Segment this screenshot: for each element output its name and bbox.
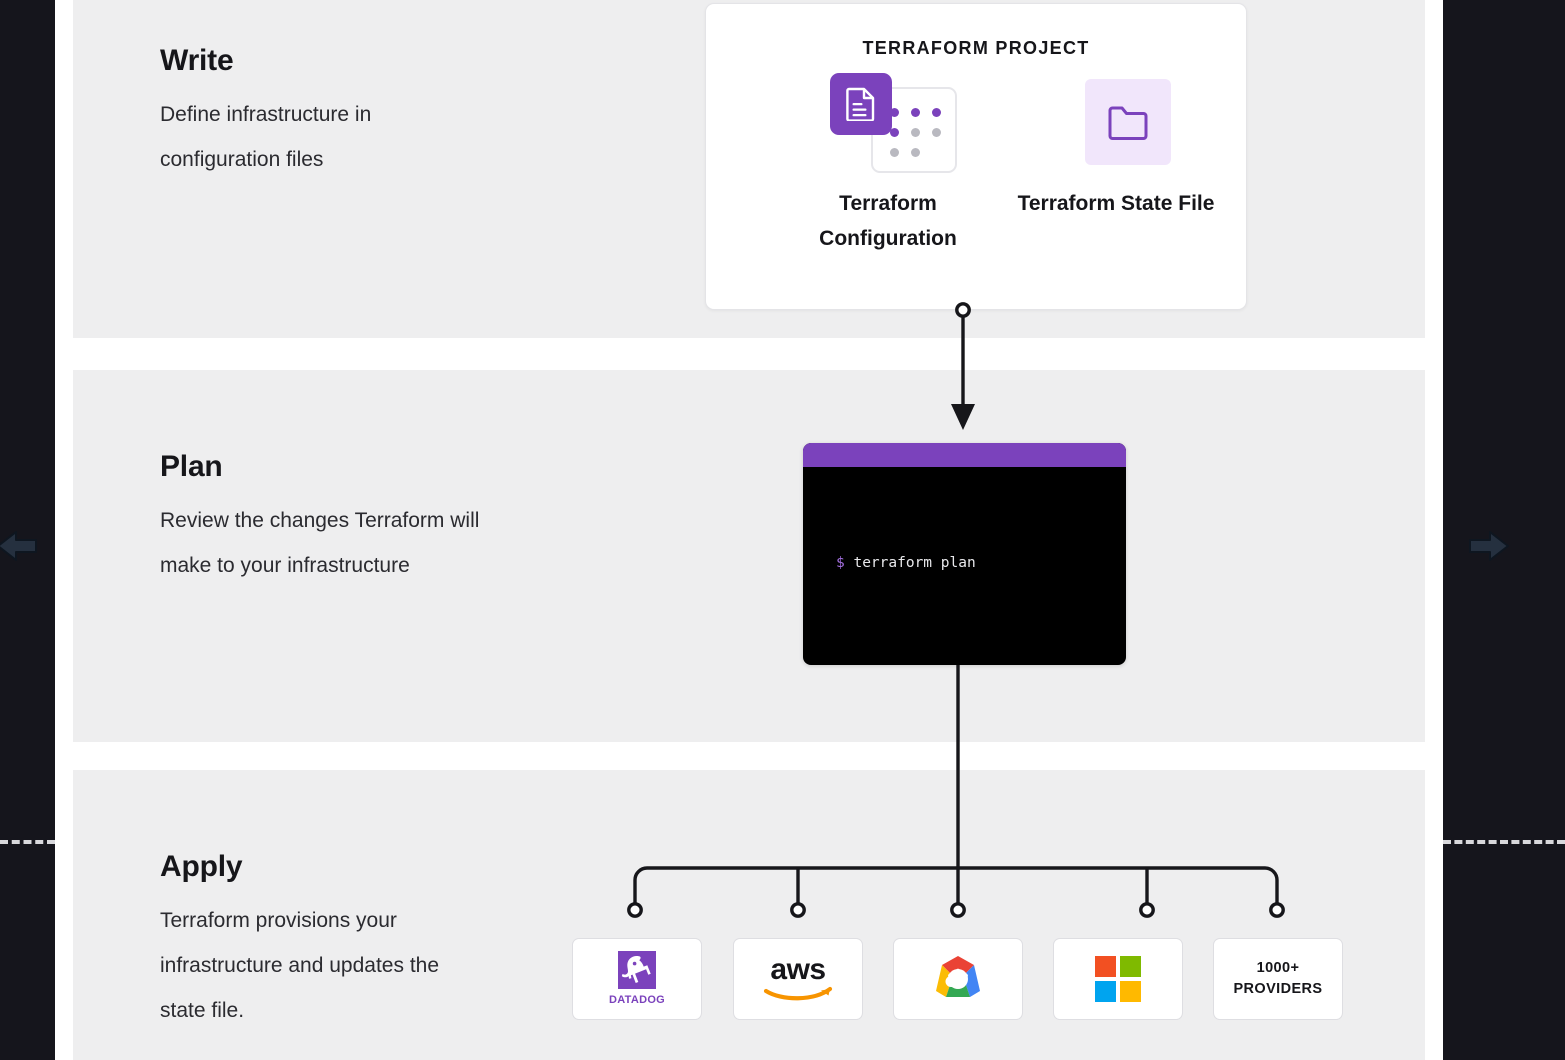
right-rail — [1443, 0, 1565, 1060]
provider-tile-google-cloud[interactable] — [893, 938, 1023, 1020]
left-rail-dashed-divider — [0, 840, 55, 844]
microsoft-logo — [1095, 956, 1141, 1002]
terminal-command-line: $ terraform plan — [836, 551, 1126, 576]
terraform-state-file-item: Terraform State File — [996, 66, 1236, 221]
more-providers-label: PROVIDERS — [1233, 981, 1323, 997]
more-providers-text: 1000+ PROVIDERS — [1233, 958, 1322, 1000]
terminal-titlebar — [803, 443, 1126, 467]
aws-logo: aws — [763, 953, 833, 1001]
terraform-configuration-label: Terraform Configuration — [819, 192, 957, 250]
datadog-logo: DATADOG — [609, 951, 665, 1006]
provider-tile-microsoft-azure[interactable] — [1053, 938, 1183, 1020]
step-title-plan: Plan — [160, 450, 223, 483]
right-rail-dashed-divider — [1443, 840, 1565, 844]
terraform-state-file-icon-group — [996, 66, 1236, 186]
dot-grid-icon — [890, 108, 942, 157]
step-description-apply: Terraform provisions your infrastructure… — [160, 909, 440, 1022]
terminal-spacer-1 — [836, 626, 1126, 648]
more-providers-count: 1000+ — [1256, 960, 1300, 976]
provider-tile-aws[interactable]: aws — [733, 938, 863, 1020]
carousel-next-arrow-icon[interactable] — [1454, 526, 1510, 566]
terraform-configuration-icon-group — [768, 66, 1008, 186]
terraform-state-file-label: Terraform State File — [1017, 192, 1215, 215]
step-title-apply: Apply — [160, 850, 243, 883]
provider-tile-more-providers[interactable]: 1000+ PROVIDERS — [1213, 938, 1343, 1020]
terminal-output: $ terraform plan ... Terraform will perf… — [803, 467, 1126, 665]
step-description-plan: Review the changes Terraform will make t… — [160, 509, 480, 577]
step-title-write: Write — [160, 44, 234, 77]
carousel-prev-arrow-icon[interactable] — [0, 526, 52, 566]
terraform-configuration-item: Terraform Configuration — [768, 66, 1008, 256]
google-cloud-logo — [936, 956, 980, 997]
folder-icon — [1085, 79, 1171, 165]
document-icon — [830, 73, 892, 135]
provider-tile-datadog[interactable]: DATADOG — [572, 938, 702, 1020]
step-description-write: Define infrastructure in configuration f… — [160, 103, 372, 171]
svg-text:DATADOG: DATADOG — [609, 994, 665, 1006]
step-panel-plan: Plan Review the changes Terraform will m… — [73, 370, 1425, 742]
terminal-window: $ terraform plan ... Terraform will perf… — [803, 443, 1126, 665]
terminal-prompt-symbol: $ — [836, 555, 845, 571]
terminal-command: terraform plan — [844, 555, 976, 571]
left-rail — [0, 0, 55, 1060]
terraform-project-card: TERRAFORM PROJECT — [705, 3, 1247, 310]
svg-text:aws: aws — [770, 953, 825, 986]
terraform-project-title: TERRAFORM PROJECT — [862, 38, 1090, 58]
